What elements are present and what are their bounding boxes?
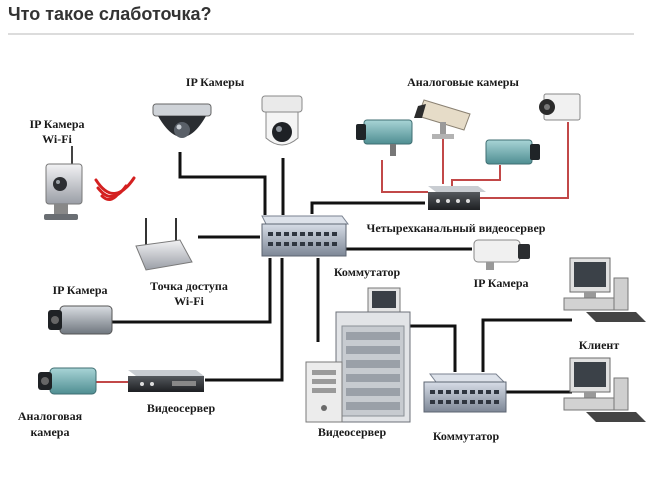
label-switch-main: Коммутатор xyxy=(334,265,401,279)
network-links xyxy=(112,152,572,394)
videoserver-left-icon xyxy=(128,370,204,392)
analog-camera-4-icon xyxy=(539,93,581,121)
link-bottom-switch-client-top xyxy=(481,318,572,372)
label-analog-camera-line2: камера xyxy=(31,425,70,439)
server-rack-icon xyxy=(335,287,411,423)
access-point-icon xyxy=(135,218,193,271)
label-ip-camera-wifi-line2: Wi-Fi xyxy=(42,132,72,146)
link-dome-camera-switch xyxy=(178,152,267,215)
ip-camera-wifi-icon xyxy=(44,146,83,220)
tower-server-icon xyxy=(305,361,343,423)
ip-camera-right-icon xyxy=(473,239,530,270)
label-videoserver-left: Видеосервер xyxy=(147,401,216,415)
dome-camera-icon xyxy=(152,103,212,138)
link-4ch-videoserver-switch xyxy=(310,201,425,214)
label-analog-cameras: Аналоговые камеры xyxy=(407,75,519,89)
analog-camera-1-icon xyxy=(356,119,413,156)
label-ip-cameras-top: IP Камеры xyxy=(186,75,245,89)
link-ip-camera-left-switch xyxy=(112,258,272,324)
link-analog-cam-3 xyxy=(451,165,501,186)
label-client: Клиент xyxy=(579,338,620,352)
wifi-signal-icon xyxy=(94,176,136,201)
client-workstation-1-icon xyxy=(563,257,646,322)
analog-camera-left-icon xyxy=(38,367,97,395)
link-server-bottom-switch xyxy=(410,324,457,372)
label-four-channel-videoserver: Четырехканальный видеосервер xyxy=(367,221,546,235)
label-access-point-line2: Wi-Fi xyxy=(174,294,204,308)
bottom-switch-icon xyxy=(423,373,507,413)
label-analog-camera-line1: Аналоговая xyxy=(18,409,83,423)
label-ip-camera-left: IP Камера xyxy=(52,283,107,297)
link-analog-cam-4 xyxy=(478,122,569,199)
link-videoserver-left-switch xyxy=(205,258,284,382)
ip-camera-left-icon xyxy=(48,305,113,335)
label-switch-bottom: Коммутатор xyxy=(433,429,500,443)
four-channel-videoserver-icon xyxy=(428,186,486,210)
page-title: Что такое слаботочка? xyxy=(8,4,212,24)
ptz-camera-icon xyxy=(261,95,303,146)
label-ip-camera-right: IP Камера xyxy=(473,276,528,290)
analog-camera-3-icon xyxy=(485,139,540,165)
analog-camera-2-icon xyxy=(414,99,471,139)
title-divider xyxy=(8,33,634,35)
link-analog-cam-1 xyxy=(381,160,428,193)
client-workstation-2-icon xyxy=(563,357,646,422)
analog-links xyxy=(95,122,569,383)
label-ip-camera-wifi-line1: IP Камера xyxy=(29,117,84,131)
label-access-point-line1: Точка доступа xyxy=(150,279,228,293)
main-switch-icon xyxy=(261,215,349,257)
label-videoserver-center: Видеосервер xyxy=(318,425,387,439)
page-header: Что такое слаботочка? xyxy=(0,0,654,40)
diagram-labels: IP Камеры Аналоговые камеры IP Камера Wi… xyxy=(18,75,619,443)
network-diagram: IP Камеры Аналоговые камеры IP Камера Wi… xyxy=(18,75,646,443)
